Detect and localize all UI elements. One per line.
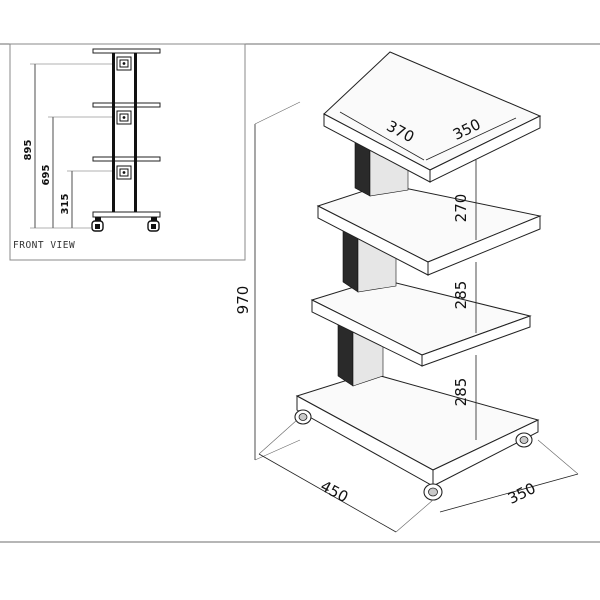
front-shelf-upper — [92, 102, 161, 108]
dim-label-315: 315 — [60, 194, 71, 215]
front-shelf-base — [92, 211, 161, 218]
front-view-caption: FRONT VIEW — [13, 240, 75, 251]
outlet-panel-icon — [116, 56, 132, 71]
dim-label-350-base: 350 — [505, 479, 539, 508]
front-wheel-right — [147, 217, 160, 232]
dim-label-270: 270 — [452, 194, 470, 223]
dim-label-285-bottom: 285 — [452, 378, 470, 407]
front-dimension-lines — [30, 63, 112, 229]
front-shelf-top — [92, 48, 161, 54]
iso-shelf-lower — [310, 278, 532, 367]
dim-label-895: 895 — [23, 140, 34, 161]
front-view-frame — [9, 43, 246, 261]
front-shelf-lower — [92, 156, 161, 162]
dim-label-970: 970 — [234, 286, 252, 315]
iso-shelf-middle — [316, 183, 542, 276]
dim-label-695: 695 — [41, 165, 52, 186]
front-column-right — [134, 53, 137, 212]
front-view: 895 695 315 FRONT VIEW — [9, 43, 246, 261]
iso-top-dimension-lines — [339, 111, 517, 161]
iso-wheel-back-right — [515, 432, 533, 448]
iso-shelf-top — [323, 51, 542, 183]
outlet-panel-icon — [116, 165, 132, 180]
front-wheel-left — [91, 217, 104, 232]
iso-height-dimension — [254, 101, 301, 461]
iso-wheel-front-left — [294, 409, 312, 425]
dim-label-450: 450 — [317, 477, 351, 506]
iso-base-dimension-lines — [258, 419, 579, 533]
iso-base-shelf — [295, 372, 540, 487]
iso-wheel-front-right — [423, 483, 443, 501]
front-column-left — [112, 53, 115, 212]
outlet-panel-icon — [116, 110, 132, 125]
dim-label-285-middle: 285 — [452, 281, 470, 310]
isometric-view: 970 — [234, 51, 579, 533]
